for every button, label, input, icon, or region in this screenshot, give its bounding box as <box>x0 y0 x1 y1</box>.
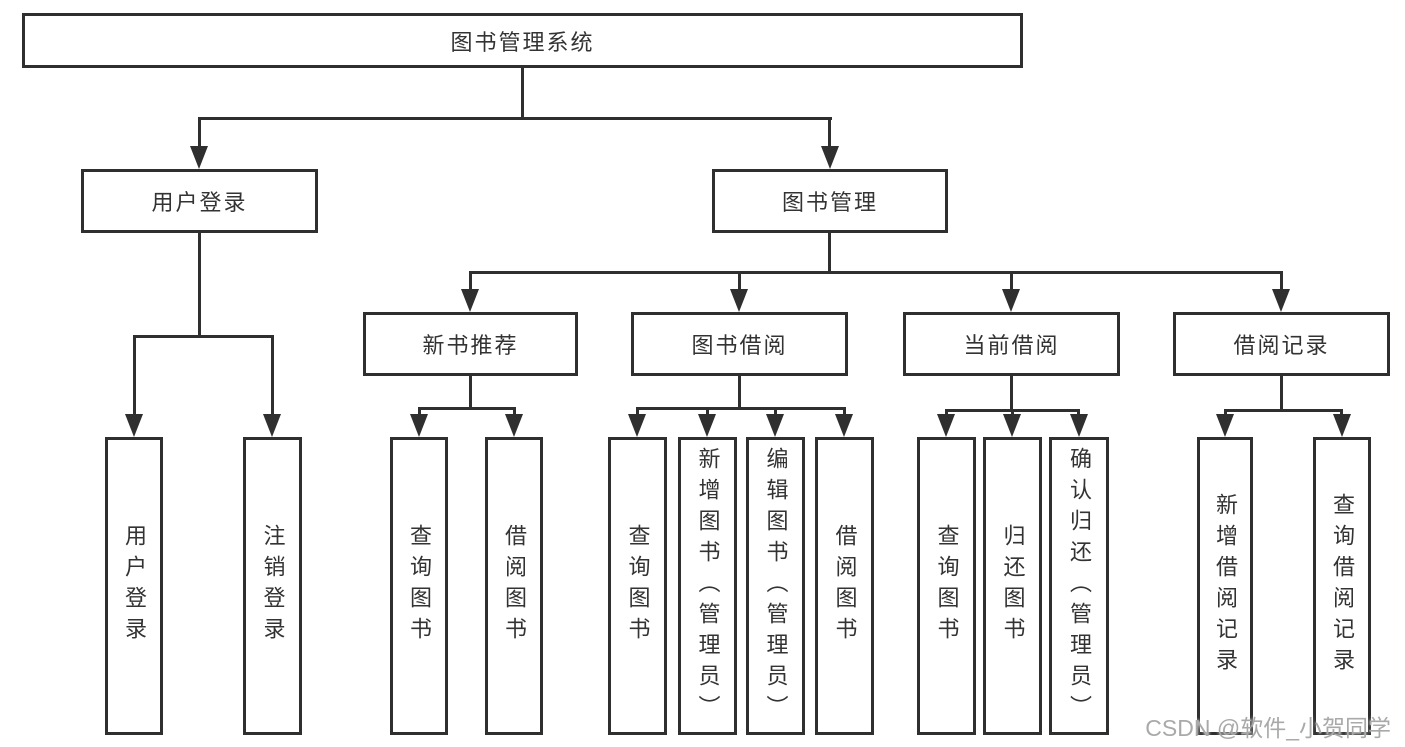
node-label: 图书管理 <box>781 190 878 215</box>
connector-line <box>133 335 274 338</box>
arrow-down-icon <box>821 146 839 169</box>
connector-line <box>738 376 741 407</box>
node-cb-query-books: 查询图书 <box>917 437 976 735</box>
connector-line <box>1011 409 1014 416</box>
arrow-down-icon <box>125 414 143 437</box>
arrow-down-icon <box>835 414 853 437</box>
arrow-down-icon <box>1002 289 1020 312</box>
node-cb-confirm-return-admin: 确认归还（管理员） <box>1049 437 1109 735</box>
connector-line <box>1280 376 1283 409</box>
connector-line <box>774 407 777 416</box>
node-label: 图书管理系统 <box>450 29 595 55</box>
connector-line <box>828 233 831 271</box>
connector-line <box>706 407 709 416</box>
arrow-down-icon <box>766 414 784 437</box>
node-label: 用户登录 <box>151 190 248 215</box>
node-leaf-user-login: 用户登录 <box>105 437 163 735</box>
node-bb-query-books: 查询图书 <box>608 437 667 735</box>
connector-line <box>1010 376 1013 409</box>
connector-line <box>198 117 201 148</box>
node-label: 当前借阅 <box>963 333 1060 358</box>
node-rec-query-books: 查询图书 <box>390 437 448 735</box>
arrow-down-icon <box>1272 289 1290 312</box>
node-label: 确认归还（管理员） <box>1067 446 1092 726</box>
arrow-down-icon <box>628 414 646 437</box>
connector-line <box>636 407 639 416</box>
arrow-down-icon <box>461 289 479 312</box>
arrow-down-icon <box>698 414 716 437</box>
connector-line <box>1340 409 1343 416</box>
node-label: 注销登录 <box>260 524 286 648</box>
connector-line <box>828 117 831 148</box>
node-label: 借阅记录 <box>1233 333 1330 358</box>
node-label: 借阅图书 <box>832 524 858 648</box>
node-book-borrowing: 图书借阅 <box>631 312 848 376</box>
connector-line <box>469 271 1283 274</box>
node-book-management: 图书管理 <box>712 169 948 233</box>
node-leaf-logout: 注销登录 <box>243 437 302 735</box>
arrow-down-icon <box>1003 414 1021 437</box>
node-bb-add-books-admin: 新增图书（管理员） <box>678 437 737 735</box>
node-label: 用户登录 <box>122 524 147 648</box>
arrow-down-icon <box>1216 414 1234 437</box>
arrow-down-icon <box>263 414 281 437</box>
node-label: 编辑图书（管理员） <box>763 446 789 726</box>
arrow-down-icon <box>190 146 208 169</box>
arrow-down-icon <box>505 414 523 437</box>
node-new-book-recommend: 新书推荐 <box>363 312 578 376</box>
node-user-login: 用户登录 <box>81 169 318 233</box>
node-bb-edit-books-admin: 编辑图书（管理员） <box>746 437 805 735</box>
node-label: 新增借阅记录 <box>1213 493 1238 679</box>
node-borrowing-records: 借阅记录 <box>1173 312 1390 376</box>
connector-line <box>1224 409 1227 416</box>
connector-line <box>513 407 516 416</box>
arrow-down-icon <box>1070 414 1088 437</box>
node-bb-borrow-books: 借阅图书 <box>815 437 874 735</box>
node-br-query-record: 查询借阅记录 <box>1313 437 1371 735</box>
node-label: 归还图书 <box>1000 524 1026 648</box>
connector-line <box>843 407 846 416</box>
node-book-management-system: 图书管理系统 <box>22 13 1023 68</box>
connector-line <box>198 117 832 120</box>
node-current-borrowing: 当前借阅 <box>903 312 1120 376</box>
arrow-down-icon <box>937 414 955 437</box>
connector-line <box>271 335 274 415</box>
connector-line <box>1224 409 1343 412</box>
node-label: 新增图书（管理员） <box>695 446 721 726</box>
node-label: 查询借阅记录 <box>1330 493 1355 679</box>
node-cb-return-books: 归还图书 <box>983 437 1042 735</box>
connector-line <box>636 407 846 410</box>
connector-line <box>521 68 524 117</box>
node-label: 查询图书 <box>407 524 432 648</box>
arrow-down-icon <box>730 289 748 312</box>
connector-line <box>198 233 201 335</box>
node-label: 查询图书 <box>934 524 960 648</box>
connector-line <box>133 335 136 415</box>
connector-line <box>469 271 472 291</box>
connector-line <box>945 409 948 416</box>
connector-line <box>738 271 741 291</box>
node-label: 图书借阅 <box>691 333 788 358</box>
node-label: 查询图书 <box>625 524 651 648</box>
node-label: 借阅图书 <box>502 524 527 648</box>
connector-line <box>418 407 421 416</box>
watermark: CSDN @软件_小贺同学 <box>1145 715 1391 741</box>
connector-line <box>1077 409 1080 416</box>
arrow-down-icon <box>410 414 428 437</box>
connector-line <box>418 407 516 410</box>
connector-line <box>469 376 472 407</box>
connector-line <box>1010 271 1013 291</box>
node-label: 新书推荐 <box>422 333 519 358</box>
connector-line <box>1280 271 1283 291</box>
node-rec-borrow-books: 借阅图书 <box>485 437 543 735</box>
arrow-down-icon <box>1333 414 1351 437</box>
node-br-add-record: 新增借阅记录 <box>1197 437 1253 735</box>
